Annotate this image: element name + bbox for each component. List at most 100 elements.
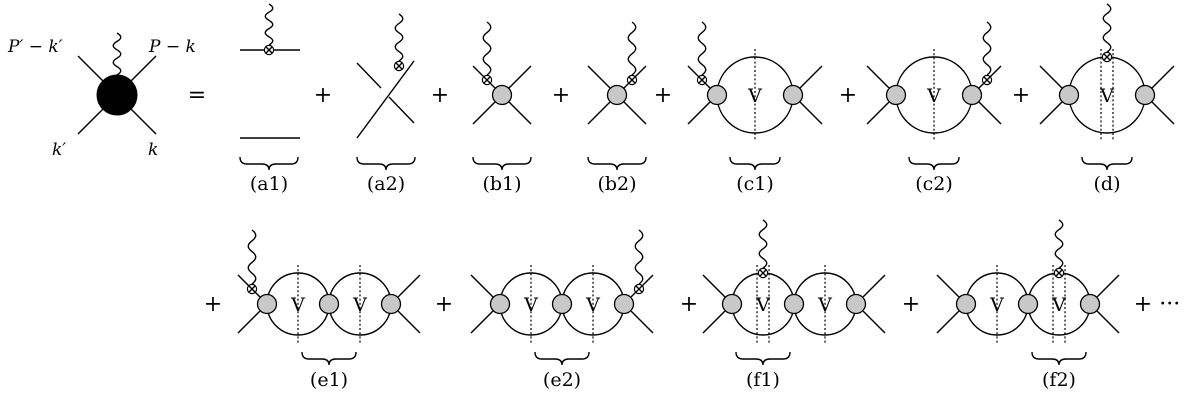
diagram-label: (a2) — [367, 173, 405, 195]
diagram-a1: (a1) — [239, 3, 300, 195]
photon-wavy-line — [1102, 3, 1112, 53]
insertion-cross — [628, 76, 636, 84]
underbrace — [908, 156, 960, 171]
plus-sign: + — [314, 83, 332, 108]
current-insertion-icon — [246, 283, 258, 295]
vertex-blob — [782, 84, 804, 106]
diagram-label: (c1) — [736, 173, 774, 195]
vertex-blob — [885, 84, 907, 106]
insertion-cross — [265, 46, 273, 54]
current-insertion-icon — [263, 44, 275, 56]
insertion-cross — [698, 76, 706, 84]
photon-wavy-line — [394, 13, 404, 62]
vertex-blob — [955, 293, 977, 315]
diagram-e1: V V (e1) — [237, 229, 421, 391]
underbrace — [1031, 351, 1087, 366]
vertex-blob — [318, 293, 340, 315]
current-insertion-icon — [696, 74, 708, 86]
label-bottom-left: k′ — [52, 140, 66, 160]
photon-wavy-line — [482, 21, 492, 76]
plus-sign: + — [552, 83, 570, 108]
underbrace — [534, 351, 590, 366]
vertex-blob — [491, 84, 513, 106]
plus-sign: + — [204, 292, 222, 317]
diagram-label: (e2) — [543, 369, 581, 391]
current-insertion-icon — [981, 74, 993, 86]
insertion-cross — [395, 62, 403, 70]
insertion-cross — [983, 76, 991, 84]
current-insertion-icon — [393, 60, 405, 72]
plus-sign: + — [902, 292, 920, 317]
plus-sign: + — [839, 83, 857, 108]
underbrace — [1081, 156, 1133, 171]
diagram-label: (a1) — [250, 173, 288, 195]
loop-label-v: V — [817, 294, 832, 316]
diagram-label: (d) — [1094, 173, 1121, 195]
diagram-b1: (b1) — [472, 21, 532, 195]
insertion-cross — [483, 76, 491, 84]
diagram-label: (f1) — [746, 369, 780, 391]
loop-label-v: V — [989, 294, 1004, 316]
loop-label-v: V — [1051, 294, 1066, 316]
loop-label-v: V — [1099, 85, 1114, 107]
vertex-blob — [489, 293, 511, 315]
photon-wavy-line — [697, 21, 707, 76]
loop-label-v: V — [290, 294, 305, 316]
equals-sign: = — [188, 83, 206, 108]
current-insertion-icon — [481, 74, 493, 86]
insertion-cross — [635, 285, 643, 293]
current-insertion-icon — [626, 74, 638, 86]
lhs-full-vertex: P′ − k′P − kk′k — [7, 32, 196, 160]
ellipsis-plus: + ··· — [1134, 292, 1180, 317]
loop-label-v: V — [747, 85, 762, 107]
underbrace — [239, 156, 299, 171]
full-vertex-blob — [96, 74, 138, 116]
vertex-blob — [1079, 293, 1101, 315]
plus-sign: + — [435, 292, 453, 317]
photon-wavy-line — [634, 229, 644, 285]
insertion-cross — [759, 269, 767, 277]
vertex-blob — [1017, 293, 1039, 315]
vertex-blob — [706, 84, 728, 106]
current-insertion-icon — [1053, 267, 1065, 279]
photon-wavy-line — [627, 21, 637, 76]
underbrace — [729, 156, 781, 171]
vertex-blob — [613, 293, 635, 315]
vertex-blob — [721, 293, 743, 315]
underbrace — [587, 156, 647, 171]
vertex-blob — [256, 293, 278, 315]
diagram-label: (b1) — [482, 173, 521, 195]
propagator-line — [356, 62, 382, 89]
photon-wavy-line — [112, 32, 122, 76]
propagator-line — [356, 60, 415, 139]
diagram-label: (b2) — [597, 173, 636, 195]
vertex-blob — [380, 293, 402, 315]
photon-wavy-line — [247, 229, 257, 285]
vertex-blob — [1058, 84, 1080, 106]
current-insertion-icon — [633, 283, 645, 295]
photon-wavy-line — [1054, 219, 1064, 269]
label-top-right: P − k — [148, 37, 196, 57]
underbrace — [472, 156, 532, 171]
vertex-blob — [551, 293, 573, 315]
propagator-line — [388, 96, 415, 124]
photon-wavy-line — [264, 3, 274, 46]
vertex-blob — [845, 293, 867, 315]
current-insertion-icon — [1101, 51, 1113, 63]
loop-label-v: V — [352, 294, 367, 316]
vertex-blob — [961, 84, 983, 106]
insertion-cross — [1055, 269, 1063, 277]
underbrace — [356, 156, 416, 171]
plus-sign: + — [680, 292, 698, 317]
diagram-label: (e1) — [310, 369, 348, 391]
insertion-cross — [248, 285, 256, 293]
vertex-blob — [1134, 84, 1156, 106]
label-bottom-right: k — [148, 140, 158, 160]
diagram-c1: V (c1) — [687, 21, 823, 195]
insertion-cross — [1103, 53, 1111, 61]
diagram-c2: V(c2) — [866, 21, 1002, 195]
